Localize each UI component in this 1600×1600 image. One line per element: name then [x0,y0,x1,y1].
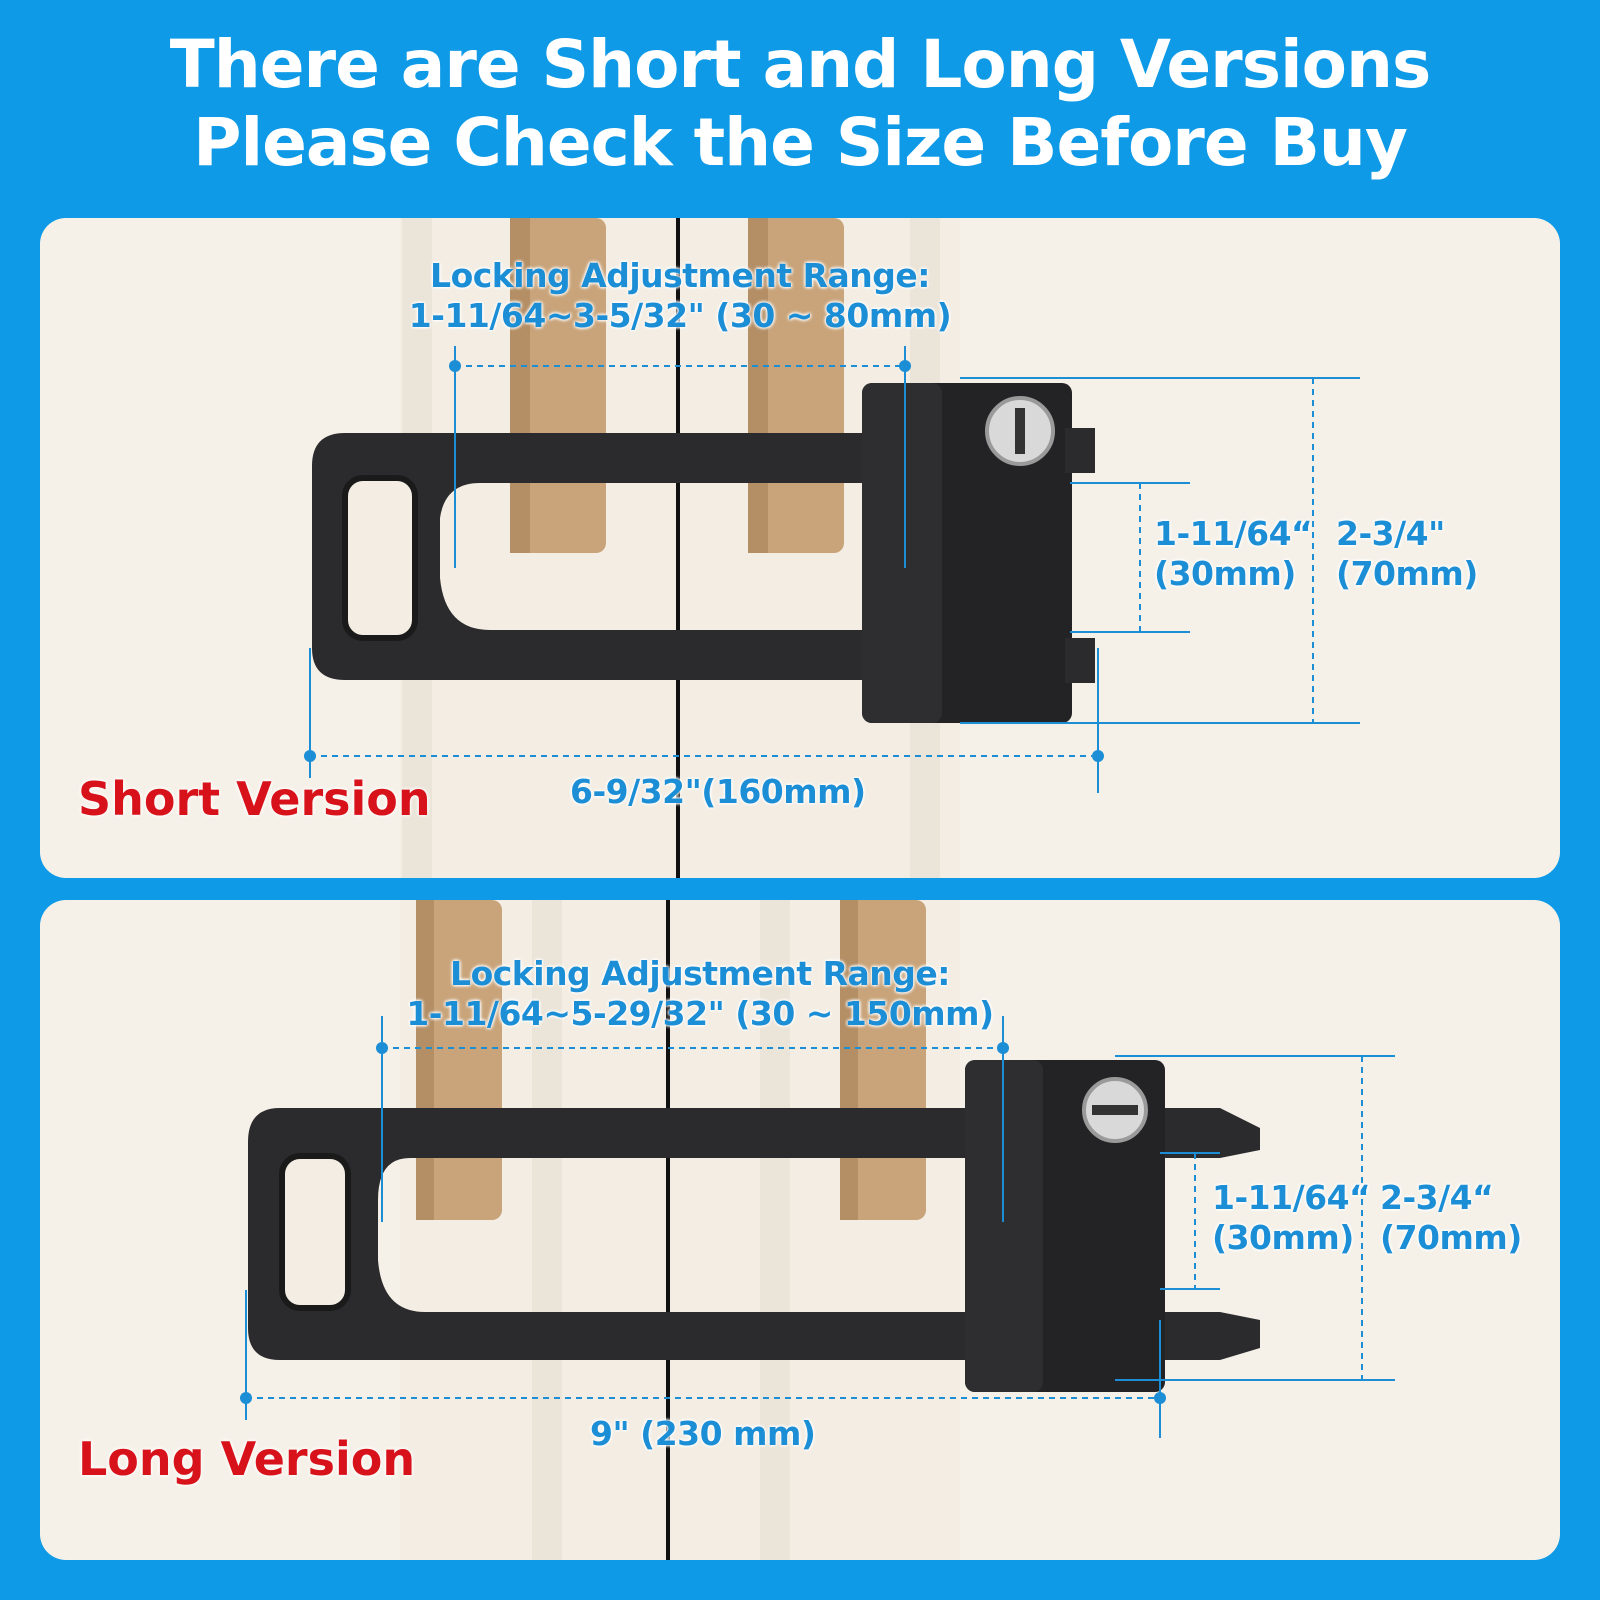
headline-line-1: There are Short and Long Versions [169,26,1431,103]
lock-body-side [965,1060,1043,1392]
lock-prong-bottom [1065,638,1095,683]
long-height-label: 2-3/4“ (70mm) [1380,1178,1522,1258]
keyhole-icon [1092,1105,1138,1115]
short-height-inch: 2-3/4" [1336,514,1445,553]
long-height-inch: 2-3/4“ [1380,1178,1494,1217]
long-version-label: Long Version [78,1432,416,1486]
length-dim-right-dot [1154,1392,1166,1404]
long-gap-inch: 1-11/64“ [1212,1178,1371,1217]
range-dim-right-dot [997,1042,1009,1054]
lock-bar [312,433,920,680]
short-version-label: Short Version [78,772,431,826]
long-gap-mm: (30mm) [1212,1218,1354,1257]
lock-bar-slot [279,1153,351,1311]
long-range-value: 1-11/64~5-29/32" (30 ~ 150mm) [406,994,994,1033]
range-dim-right-dot [899,360,911,372]
length-dim-left-dot [304,750,316,762]
door-handle-right-shade [840,900,858,1220]
lock-body-side [862,383,942,723]
short-gap-mm: (30mm) [1154,554,1296,593]
long-version-illustration [240,900,1395,1560]
length-dim-left-dot [240,1392,252,1404]
short-height-mm: (70mm) [1336,554,1478,593]
short-gap-inch: 1-11/64“ [1154,514,1313,553]
range-dim-left-dot [449,360,461,372]
headline-line-2: Please Check the Size Before Buy [193,104,1408,181]
length-dim-right-dot [1092,750,1104,762]
long-gap-label: 1-11/64“ (30mm) [1212,1178,1371,1258]
long-range-label: Locking Adjustment Range: 1-11/64~5-29/3… [370,954,1030,1034]
long-range-title: Locking Adjustment Range: [450,954,950,993]
door-trim-right [760,900,790,1560]
short-range-label: Locking Adjustment Range: 1-11/64~3-5/32… [370,256,990,336]
door-handle-left-shade [416,900,434,1220]
lock-prong-top [1065,428,1095,473]
range-dim-left-dot [376,1042,388,1054]
door-trim-left [532,900,562,1560]
short-height-label: 2-3/4" (70mm) [1336,514,1478,594]
long-version-panel: Locking Adjustment Range: 1-11/64~5-29/3… [40,900,1560,1560]
short-version-illustration [304,218,1360,878]
short-length-label: 6-9/32"(160mm) [570,772,866,811]
keyhole-icon [1015,408,1025,454]
long-height-mm: (70mm) [1380,1218,1522,1257]
lock-bar-slot [342,475,418,641]
long-length-label: 9" (230 mm) [590,1414,816,1453]
headline: There are Short and Long Versions Please… [0,26,1600,182]
short-range-title: Locking Adjustment Range: [430,256,930,295]
short-gap-label: 1-11/64“ (30mm) [1154,514,1313,594]
short-version-panel: Locking Adjustment Range: 1-11/64~3-5/32… [40,218,1560,878]
short-range-value: 1-11/64~3-5/32" (30 ~ 80mm) [408,296,952,335]
